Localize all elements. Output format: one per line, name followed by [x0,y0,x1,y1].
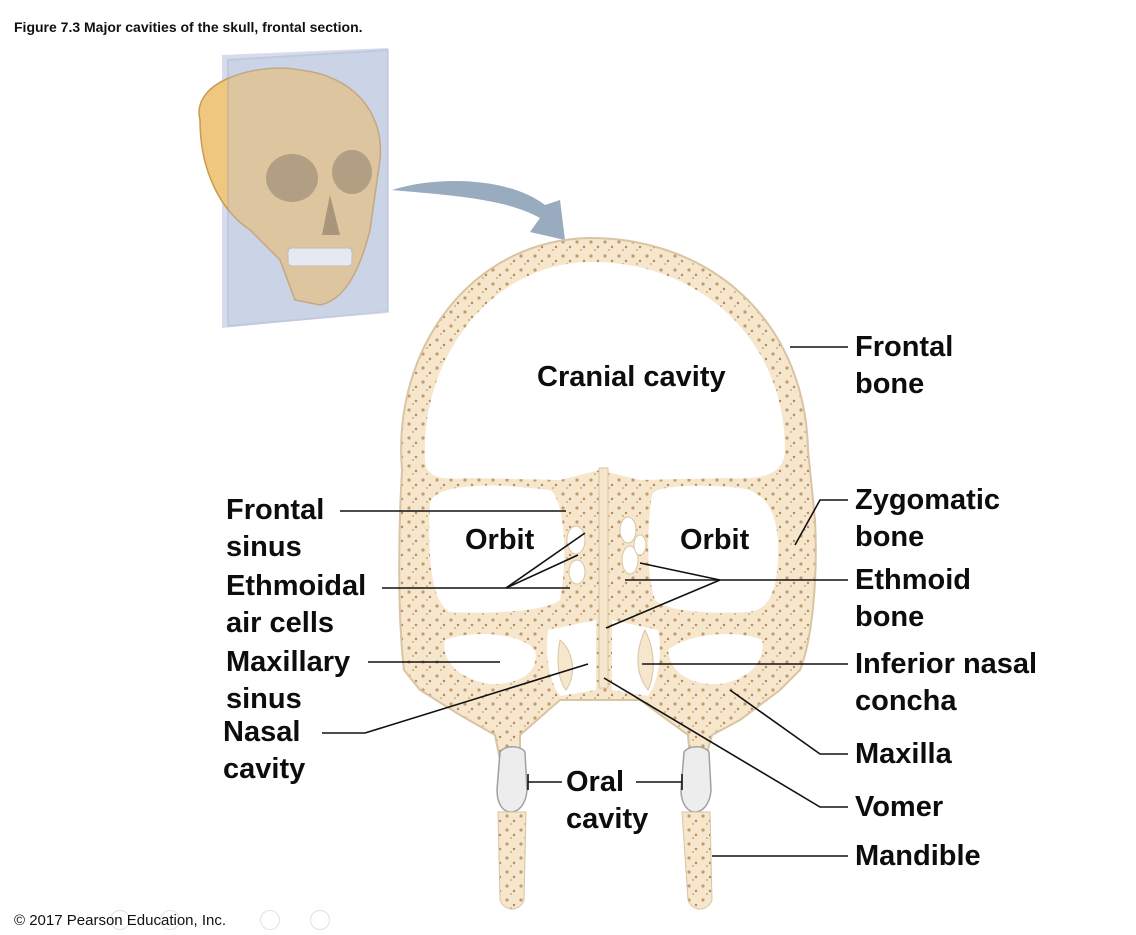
copyright-notice: © 2017 Pearson Education, Inc. [14,912,226,929]
mandible-right [682,812,712,909]
skull-section [399,238,816,760]
nasal-septum [599,468,608,688]
label-cranial-cavity: Cranial cavity [537,361,726,394]
faint-control-icon-4 [310,910,330,930]
label-vomer: Vomer [855,789,943,826]
tooth-left [497,747,527,812]
tooth-right [681,747,711,812]
label-orbit-right: Orbit [680,524,749,557]
frontal-plane-front [228,50,388,326]
mandible-left [498,812,526,909]
faint-control-icon-3 [260,910,280,930]
label-maxilla: Maxilla [855,736,952,773]
skull-3d-illustration [199,48,388,328]
label-orbit-left: Orbit [465,524,534,557]
label-mandible: Mandible [855,838,981,875]
pointer-arrow [392,181,565,240]
